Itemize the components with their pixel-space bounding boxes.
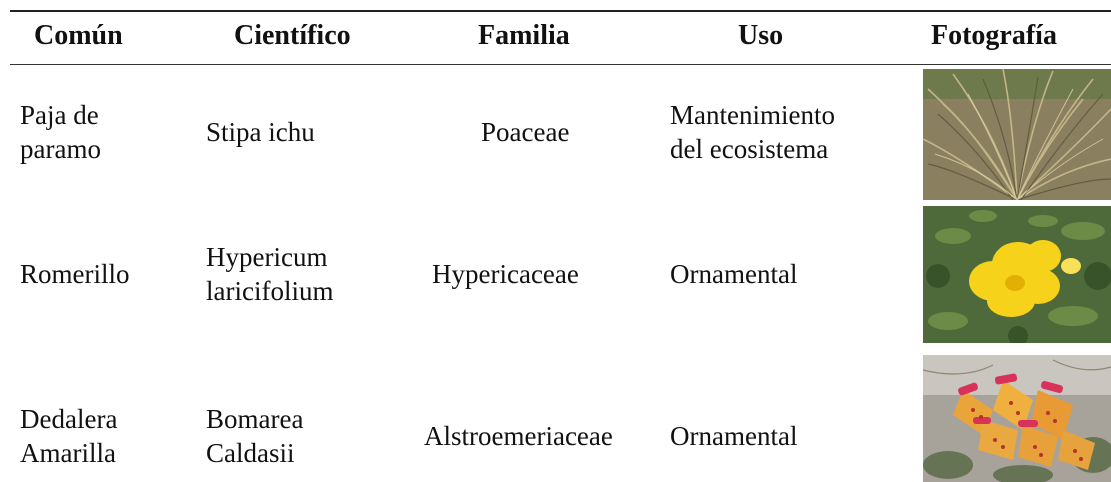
- header-photo: Fotografía: [931, 20, 1057, 51]
- header-family: Familia: [478, 20, 570, 51]
- table-top-rule: [10, 10, 1111, 12]
- row-scientific-name: Bomarea Caldasii: [206, 404, 304, 468]
- grass-photo-icon: [923, 69, 1111, 200]
- row-use: Ornamental: [670, 421, 798, 451]
- row-scientific-name: Hypericum laricifolium: [206, 242, 334, 306]
- row-common-name: Romerillo: [20, 259, 130, 289]
- header-common: Común: [34, 20, 123, 51]
- row-family: Alstroemeriaceae: [424, 421, 613, 451]
- row-scientific-name: Stipa ichu: [206, 117, 315, 147]
- orange-flower-photo-icon: [923, 355, 1111, 482]
- row-use: Ornamental: [670, 259, 798, 289]
- row-family: Hypericaceae: [432, 259, 579, 289]
- yellow-flower-photo-icon: [923, 206, 1111, 343]
- header-scientific: Científico: [234, 20, 351, 51]
- row-use: Mantenimiento del ecosistema: [670, 100, 835, 164]
- row-family: Poaceae: [481, 117, 570, 147]
- row-common-name: Dedalera Amarilla: [20, 404, 118, 468]
- table-header-rule: [10, 64, 1111, 65]
- row-common-name: Paja de paramo: [20, 100, 101, 164]
- header-use: Uso: [738, 20, 784, 51]
